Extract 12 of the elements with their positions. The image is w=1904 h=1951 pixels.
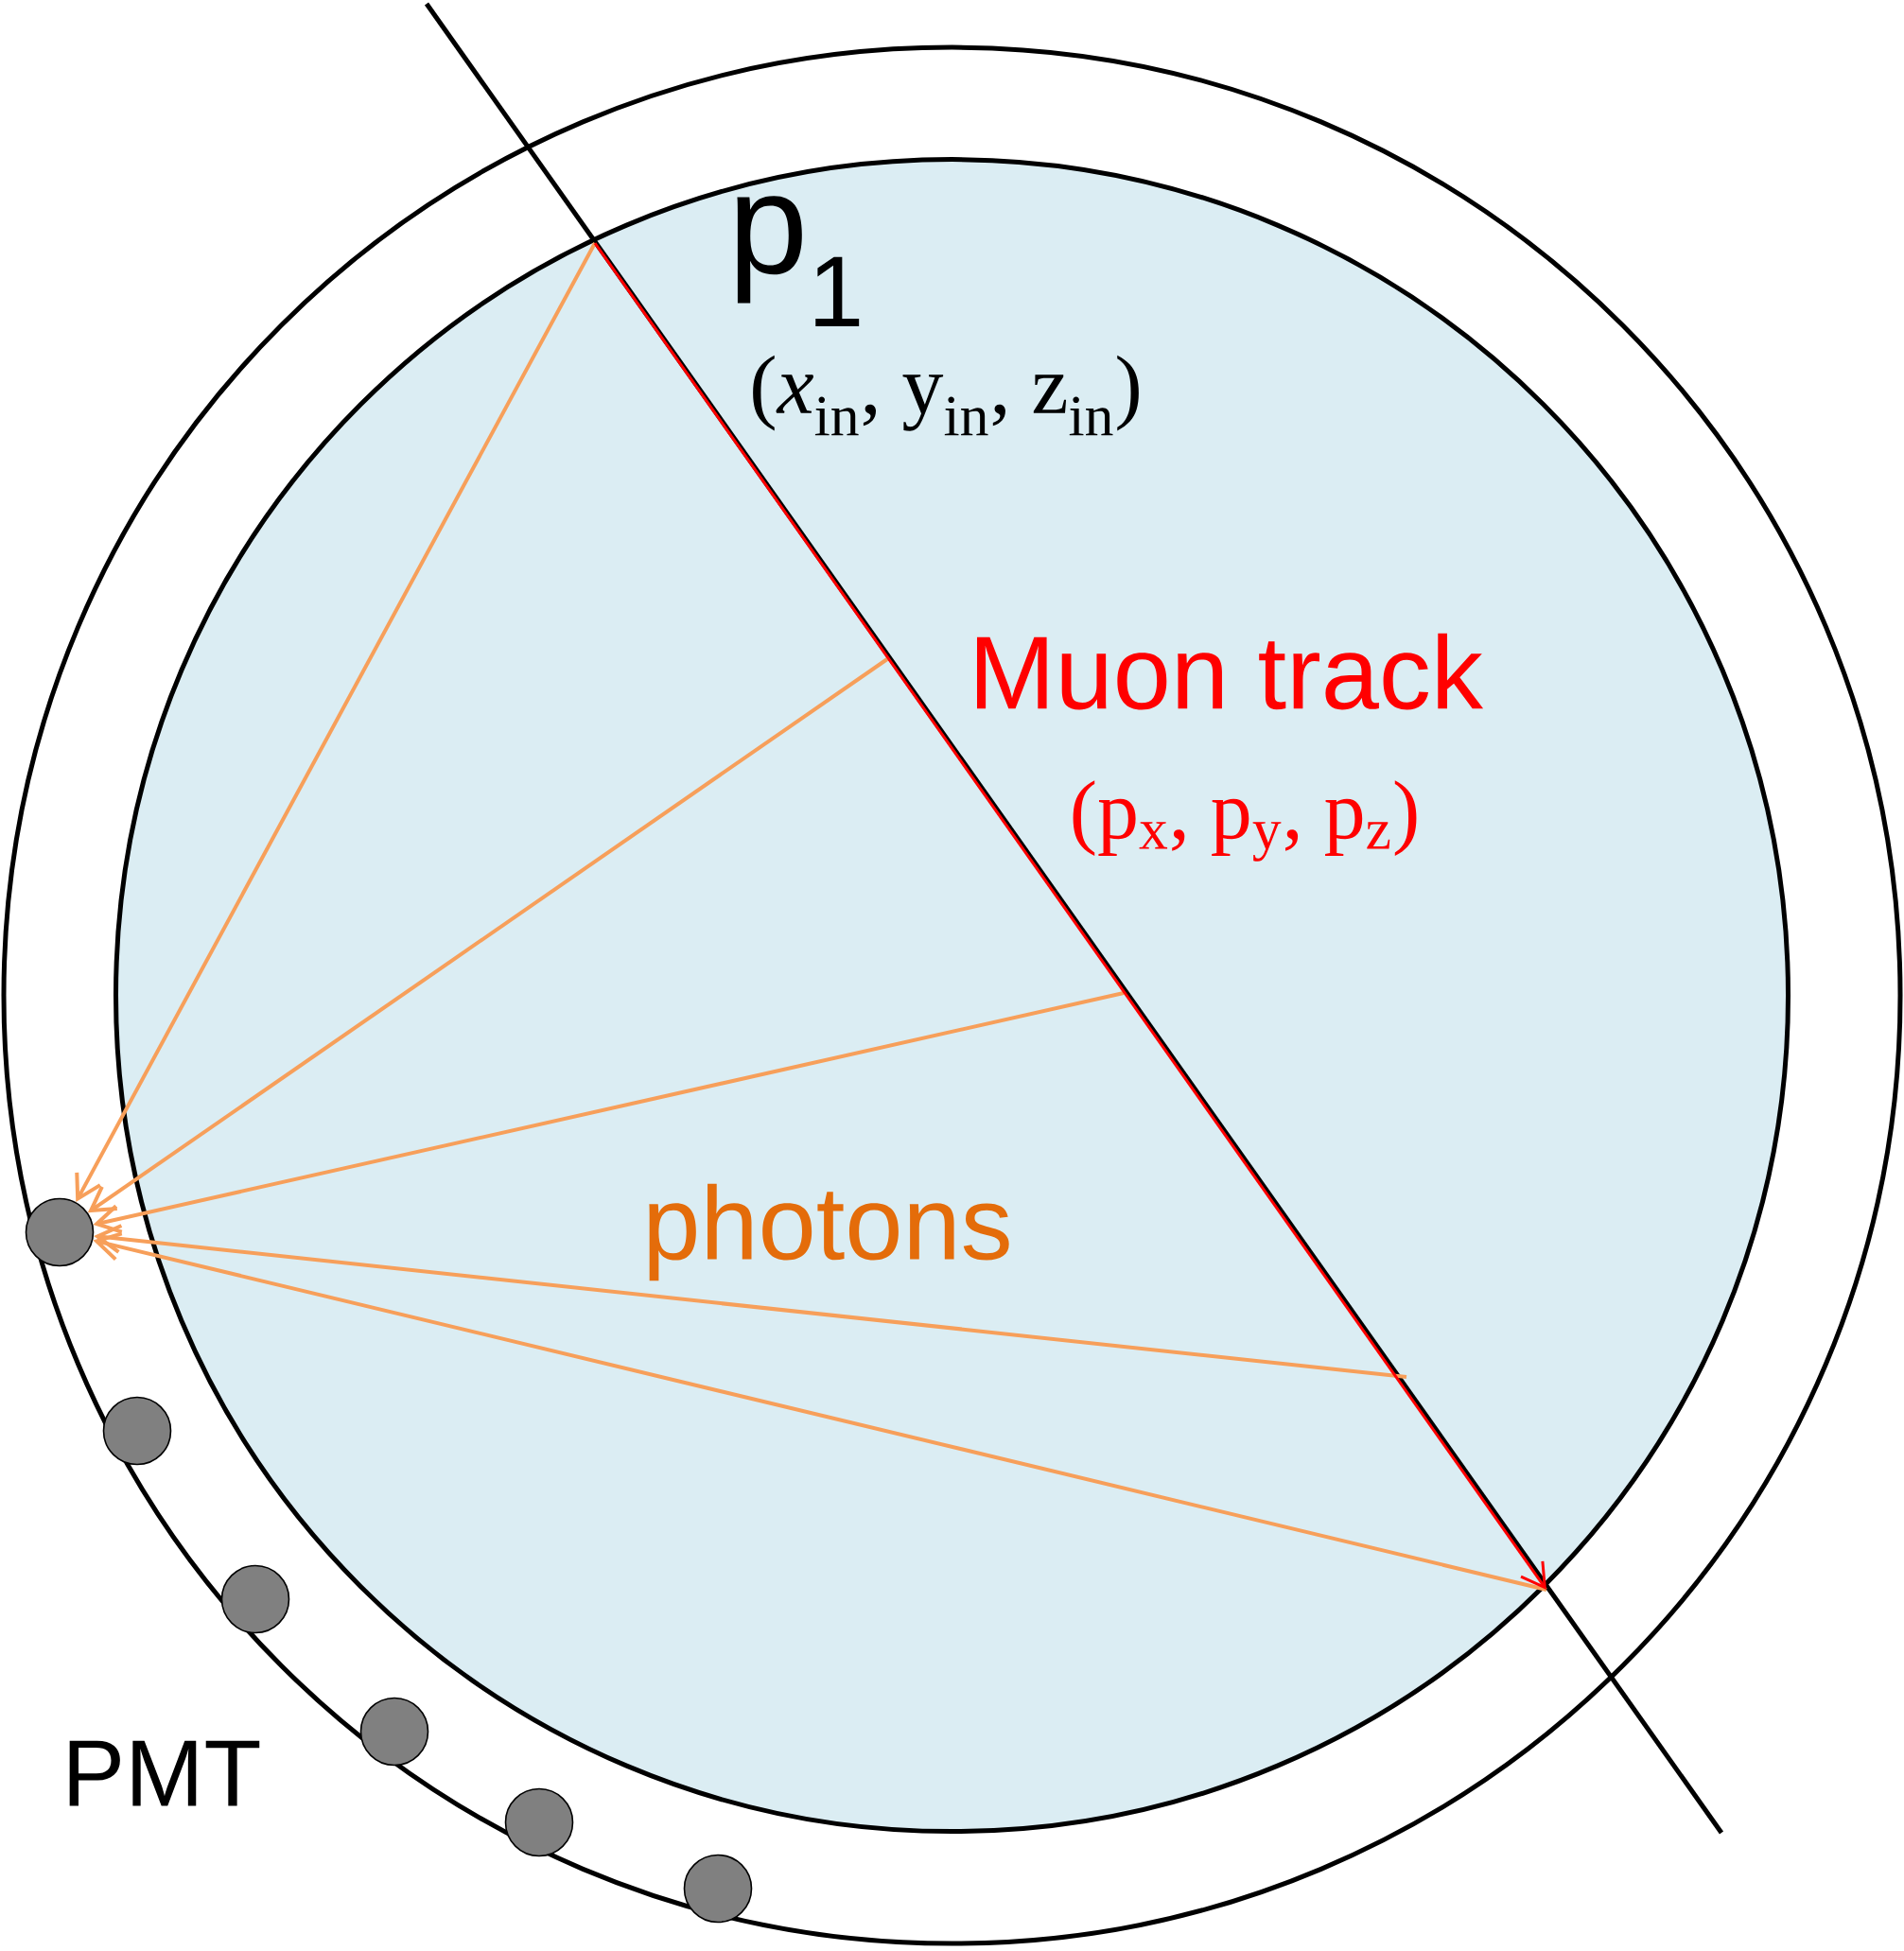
point-label: p$_{1}$ — [737, 196, 860, 326]
track-label: Muon track — [977, 633, 1484, 710]
photon-arrow — [93, 1231, 1547, 1592]
photon-arrow — [75, 242, 597, 1203]
momentum-label: (p$_{x}$, p$_{y}$, p$_{z}$) — [1073, 780, 1417, 862]
muon-track-arrow — [593, 242, 1546, 1591]
photon-arrow — [94, 1224, 1407, 1379]
photon-label: photons — [649, 1183, 1009, 1281]
photon-arrow — [93, 991, 1125, 1234]
coordinate-label: (x$_{in}$, y$_{in}$, z$_{in}$) — [753, 355, 1139, 436]
pmt-label: PMT — [69, 1740, 260, 1806]
photon-arrow — [87, 657, 889, 1213]
